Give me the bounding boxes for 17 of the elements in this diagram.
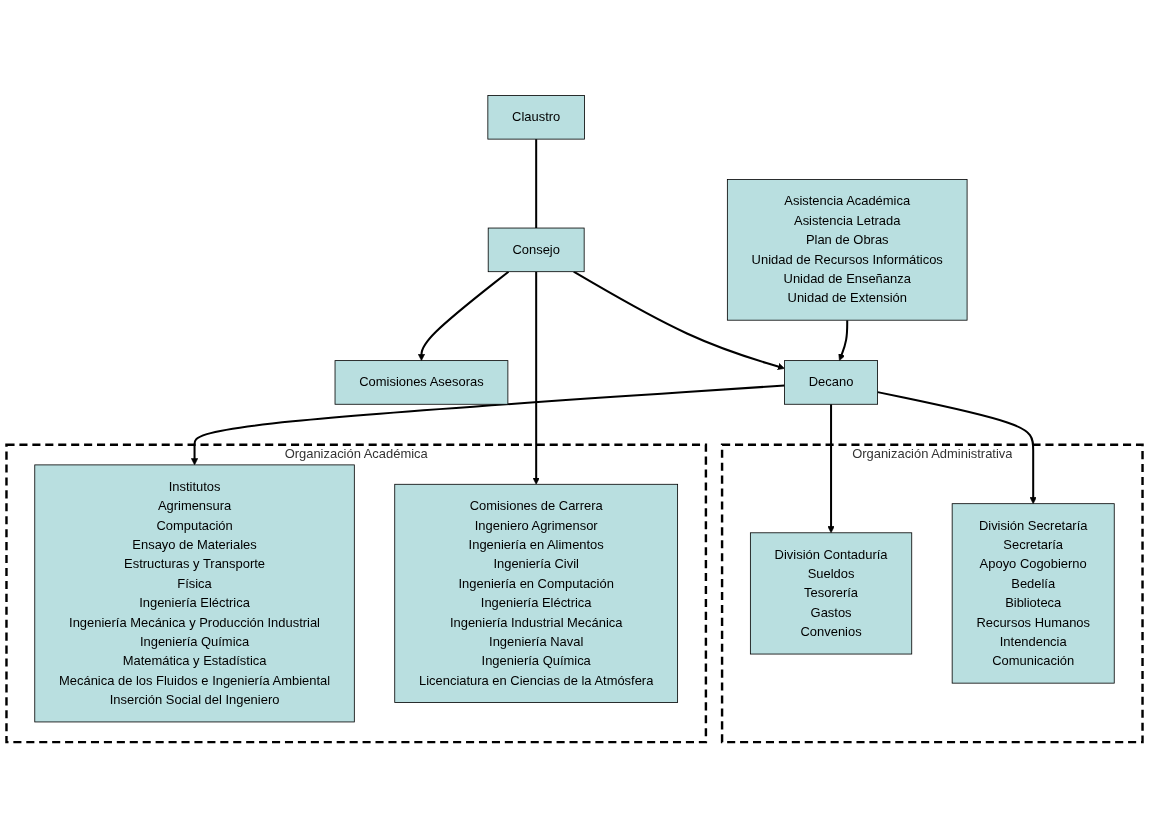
arrow [532, 271, 540, 485]
node-box: División Secretaría Secretaría Apoyo Cogobierno Bedelía Biblioteca Recursos Humanos Intendencia Comunicación [951, 503, 1115, 684]
arrow [191, 384, 785, 466]
connector [535, 139, 538, 229]
node-box: Comisiones de Carrera Ingeniero Agrimensor Ingeniería en Alimentos Ingeniería Civil Ingeniería en Computación Ingeniería Eléctrica Ingeniería Industrial Mecánica Ingeniería Naval Ingeniería Química Licenciatura en Ciencias de la Atmósfera [394, 484, 679, 704]
node-box: Asistencia Académica Asistencia Letrada Plan de Obras Unidad de Recursos Informáticos Unidad de Enseñanza Unidad de Extensión [726, 179, 968, 321]
arrow [573, 271, 785, 371]
node-box: Institutos Agrimensura Computación Ensayo de Materiales Estructuras y Transporte Física Ingeniería Eléctrica Ingeniería Mecánica y Producción Industrial Ingeniería Química Matemática y Estadística Mecánica de los Fluidos e Ingeniería Ambiental Inserción Social del Ingeniero [34, 464, 355, 723]
arrow [417, 271, 510, 362]
node-box: Claustro [487, 95, 585, 140]
arrow [838, 320, 849, 362]
arrow [877, 391, 1037, 505]
node-box: Decano [784, 360, 878, 405]
node-box: División Contaduría Sueldos Tesorería Gastos Convenios [749, 532, 913, 655]
node-box: Consejo [487, 227, 585, 273]
node-box: Comisiones Asesoras [334, 360, 509, 405]
arrow [827, 404, 835, 534]
